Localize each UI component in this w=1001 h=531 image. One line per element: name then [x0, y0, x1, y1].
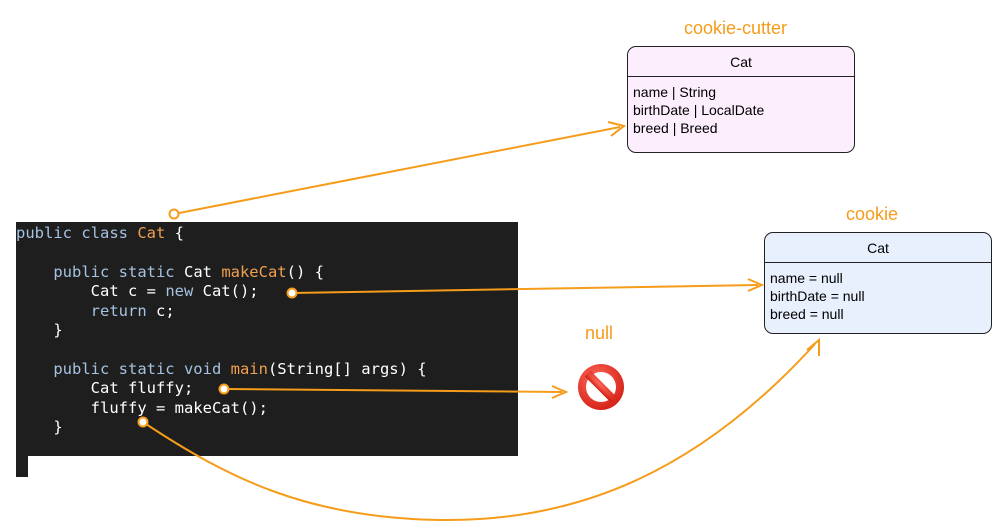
class-field-birthdate: birthDate | LocalDate: [633, 102, 765, 118]
code-token: c;: [155, 301, 175, 320]
cookie-cutter-label: cookie-cutter: [684, 18, 788, 38]
code-block: public class Cat { public static Cat mak…: [16, 222, 518, 475]
code-line: }: [16, 417, 63, 437]
origin-dot-c: [286, 287, 298, 299]
code-block-tail: [16, 456, 28, 477]
code-line: public class Cat {: [16, 223, 184, 243]
no-entry-icon: [578, 364, 624, 410]
class-box: Cat name | String birthDate | LocalDate …: [627, 46, 855, 153]
code-token: () {: [286, 262, 324, 281]
code-line: public static Cat makeCat() {: [16, 262, 324, 282]
code-token: makeCat: [221, 262, 287, 281]
object-box: Cat name = null birthDate = null breed =…: [764, 232, 992, 334]
code-line: Cat fluffy;: [16, 378, 194, 398]
arrowhead-class: [607, 121, 627, 137]
object-field-name: name = null: [770, 270, 843, 286]
code-token: fluffy = makeCat();: [16, 398, 268, 417]
code-token: public static void: [16, 359, 231, 378]
code-line: fluffy = makeCat();: [16, 398, 268, 418]
origin-dot-fluffy-assign: [137, 416, 149, 428]
arrowhead-object-fluffy: [806, 337, 820, 356]
code-token: public static: [16, 262, 184, 281]
arrow-class-to-blueprint: [173, 126, 621, 215]
arrowhead-object-c: [747, 278, 765, 292]
object-box-title: Cat: [765, 233, 991, 263]
origin-dot-fluffy-decl: [218, 383, 230, 395]
code-token: (String[] args) {: [267, 359, 427, 378]
code-token: Cat();: [202, 282, 259, 301]
code-token: Cat fluffy;: [16, 379, 194, 398]
code-token: Cat: [183, 262, 222, 281]
code-line: Cat c = new Cat();: [16, 281, 259, 301]
class-field-name: name | String: [633, 84, 717, 100]
null-label: null: [585, 323, 614, 343]
code-token: Cat: [137, 224, 166, 242]
object-field-birthdate: birthDate = null: [770, 288, 865, 304]
origin-dot-class: [168, 208, 180, 220]
code-line: }: [16, 320, 63, 340]
code-token: main: [230, 359, 268, 378]
class-field-breed: breed | Breed: [633, 120, 718, 136]
cookie-label: cookie: [846, 204, 899, 224]
code-token: public class: [16, 224, 138, 242]
arrow-fluffy-to-object: [142, 343, 816, 522]
code-token: }: [16, 418, 63, 436]
arrow-fluffy-to-null: [223, 388, 563, 393]
code-line: public static void main(String[] args) {: [16, 359, 427, 379]
code-token: {: [165, 224, 184, 242]
object-field-breed: breed = null: [770, 306, 844, 322]
class-box-title: Cat: [628, 47, 854, 77]
arrowhead-null: [551, 385, 569, 399]
code-token: }: [16, 321, 63, 339]
code-line: return c;: [16, 301, 175, 321]
arrow-c-to-object: [291, 284, 759, 294]
code-token: new: [165, 282, 203, 301]
code-token: return: [16, 301, 156, 320]
code-token: Cat c =: [16, 282, 166, 301]
